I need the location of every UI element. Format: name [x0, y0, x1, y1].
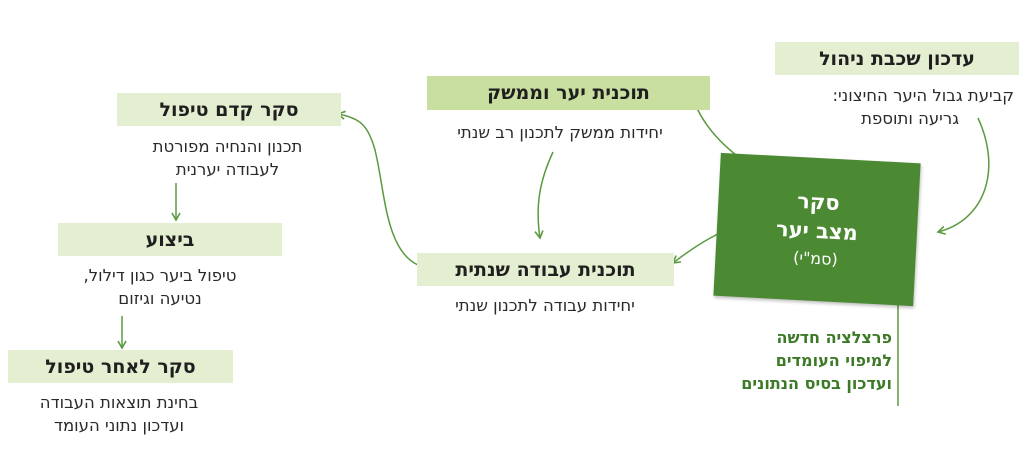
layer-update-desc: קביעת גבול היער החיצוני: גריעה ותוספת [832, 86, 1014, 128]
post-survey-desc: בחינת תוצאות העבודה ועדכון נתוני העומד [39, 393, 199, 435]
forest-status-note: פרצלציה חדשה למיפוי העומדים ועדכון בסיס … [741, 328, 892, 393]
forest-status-box: סקר מצב יער (סמ"י) [713, 152, 921, 307]
forest-status-line3: (סמ"י) [792, 247, 839, 269]
arrow-layer-to-status [936, 117, 990, 235]
pre-survey-title: סקר קדם טיפול [159, 98, 299, 121]
layer-update-title: עדכון שכבת ניהול [819, 47, 975, 70]
forest-plan-title: תוכנית יער וממשק [487, 82, 650, 104]
forest-status-line2: מצב יער [775, 216, 859, 245]
forest-plan-box: תוכנית יער וממשק [427, 76, 710, 110]
arrow-annual-to-presurvey [336, 110, 419, 266]
arrow-forestplan-to-annual [534, 151, 554, 240]
execution-title: ביצוע [145, 228, 195, 251]
execution-desc: טיפול ביער כגון דילול, נטיעה וגיזום [83, 266, 237, 308]
post-survey-title: סקר לאחר טיפול [45, 355, 196, 378]
annual-plan-title: תוכנית עבודה שנתית [455, 258, 636, 281]
post-survey-box: סקר לאחר טיפול [8, 350, 233, 383]
layer-update-box: עדכון שכבת ניהול [775, 42, 1019, 75]
annual-plan-box: תוכנית עבודה שנתית [417, 253, 674, 286]
pre-survey-desc: תכנון והנחיה מפורטת לעבודה יערנית [152, 137, 303, 179]
annual-plan-desc: יחידות עבודה לתכנון שנתי [455, 296, 635, 315]
forest-plan-desc: יחידות ממשק לתכנון רב שנתי [457, 123, 663, 142]
pre-survey-box: סקר קדם טיפול [117, 93, 341, 126]
execution-box: ביצוע [58, 223, 282, 256]
forest-status-line1: סקר [796, 188, 841, 215]
